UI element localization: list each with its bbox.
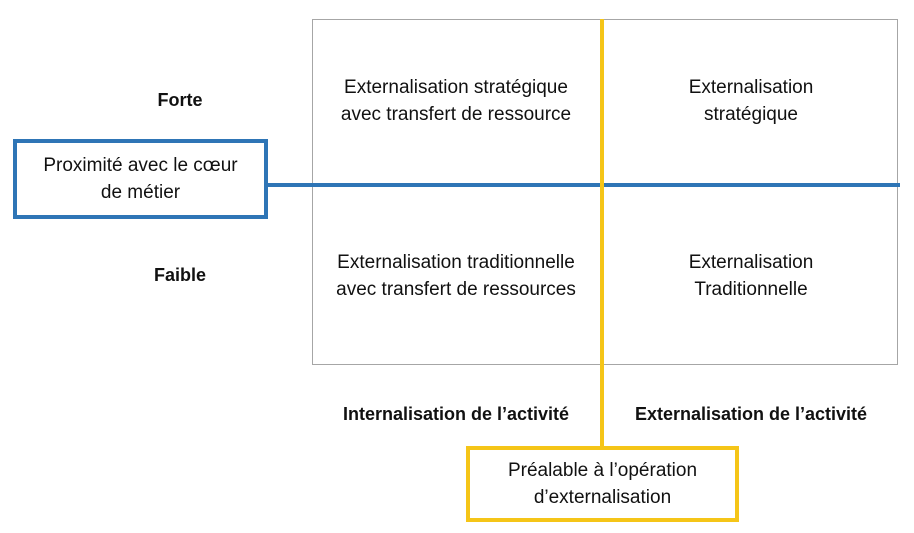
quadrant-bottom-left: Externalisation traditionnelle avec tran… bbox=[336, 252, 576, 300]
vertical-divider-line bbox=[600, 19, 604, 448]
matrix-grid bbox=[312, 19, 898, 365]
quadrant-top-right: Externalisation stratégique bbox=[688, 77, 814, 125]
column-label-externalisation: Externalisation de l’activité bbox=[634, 404, 868, 424]
quadrant-bottom-right: Externalisation Traditionnelle bbox=[688, 252, 814, 300]
row-label-faible: Faible bbox=[153, 265, 206, 285]
horizontal-divider-line bbox=[266, 183, 900, 187]
horizontal-axis-title-box: Préalable à l’opération d’externalisatio… bbox=[466, 446, 739, 522]
vertical-axis-title-box: Proximité avec le cœur de métier bbox=[13, 139, 268, 219]
column-label-internalisation: Internalisation de l’activité bbox=[342, 404, 570, 424]
row-label-forte: Forte bbox=[157, 90, 203, 110]
quadrant-top-left: Externalisation stratégique avec transfe… bbox=[340, 77, 572, 125]
